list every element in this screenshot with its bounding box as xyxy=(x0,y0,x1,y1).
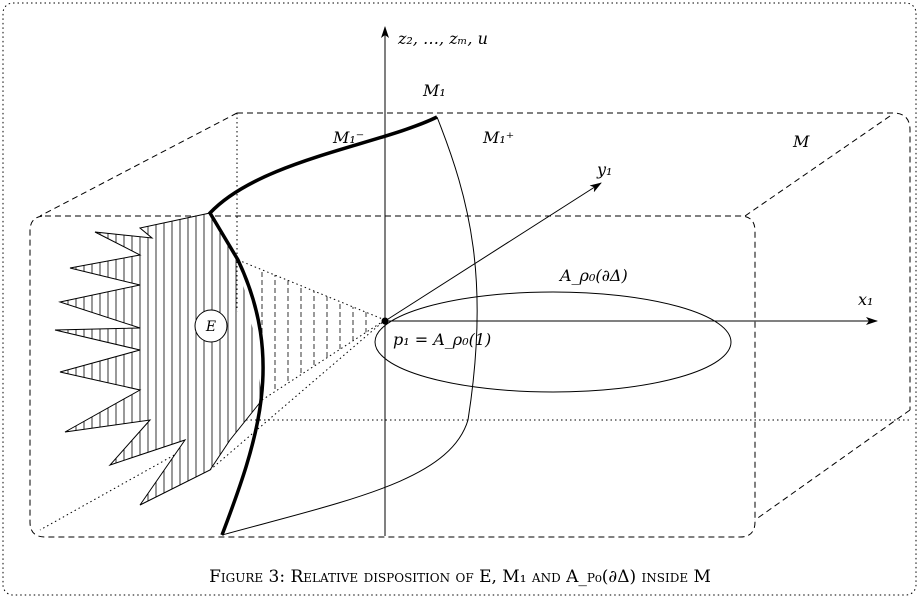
box-edge-top-left xyxy=(39,112,238,217)
label-A-boundary: A_ρ₀(∂Δ) xyxy=(558,266,628,285)
box-edge-bottom-right xyxy=(754,409,911,521)
label-M1-plus: M₁⁺ xyxy=(482,128,514,147)
box-back-face xyxy=(237,112,911,410)
label-M1-minus: M₁⁻ xyxy=(332,128,364,147)
label-E: E xyxy=(205,319,216,335)
label-M1: M₁ xyxy=(422,81,446,100)
curve-M1-minus xyxy=(207,115,438,536)
point-p1 xyxy=(381,317,389,325)
axis-y1 xyxy=(384,182,602,322)
label-x1: x₁ xyxy=(858,290,873,309)
box-hidden-diagonal xyxy=(39,419,238,531)
box-front-face xyxy=(29,215,756,538)
wedge-edge-bottom xyxy=(261,319,386,401)
ellipse-A-boundary xyxy=(374,291,732,393)
wedge-hatching xyxy=(261,260,367,400)
box-M xyxy=(29,112,911,538)
label-axis-vertical: z₂, …, zₘ, u xyxy=(397,29,488,48)
curve-M1-plus xyxy=(221,116,478,536)
box-edge-top-right xyxy=(744,115,891,217)
label-y1: y₁ xyxy=(596,160,612,179)
set-E xyxy=(54,212,386,506)
E-label-circle xyxy=(194,309,228,343)
set-E-outline xyxy=(54,212,263,506)
label-M: M xyxy=(792,132,810,151)
label-p1: p₁ = A_ρ₀(1) xyxy=(393,330,491,349)
figure-caption: Figure 3: Relative disposition of E, M₁ … xyxy=(209,567,711,587)
wedge-edge-top xyxy=(237,259,386,321)
